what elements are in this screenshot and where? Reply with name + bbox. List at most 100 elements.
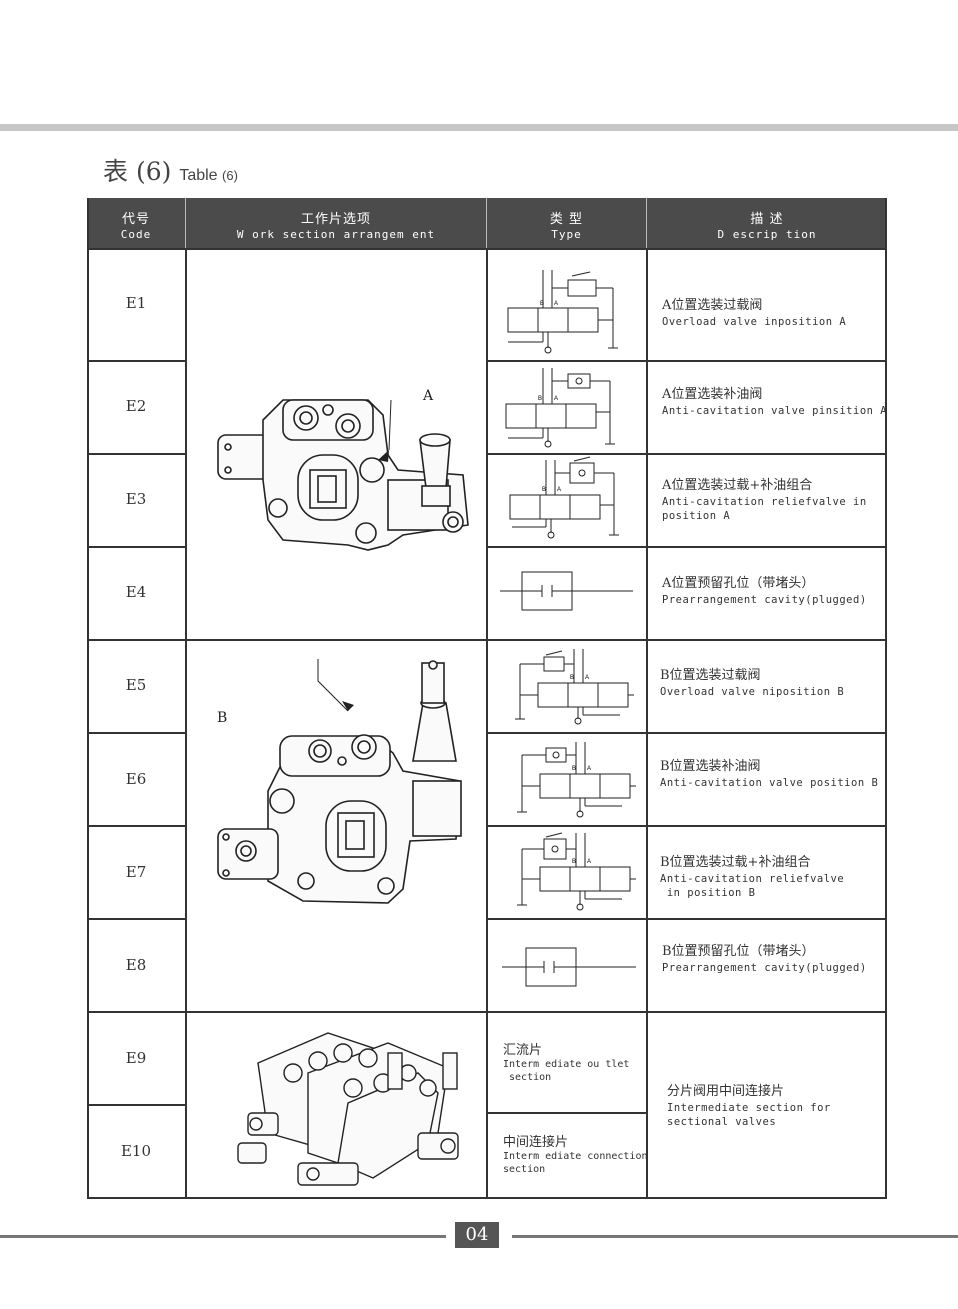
row-rule-5	[486, 732, 887, 734]
description-zh: B位置选装过载阀	[660, 668, 761, 683]
header-arrangement: 工作片选项 W ork section arrangem ent	[186, 198, 487, 248]
footer-rule-left	[0, 1235, 446, 1238]
port-a-label: A	[557, 487, 561, 493]
description-zh: B位置选装补油阀	[660, 759, 761, 774]
description-en: Anti-cavitation valve position B	[660, 777, 879, 789]
row-rule-header	[87, 248, 887, 250]
row-rule-7-code	[87, 918, 186, 920]
schematic-combo-b: B A	[517, 832, 636, 911]
type-text-e9: 汇流片 Interm ediate ou tlet section	[503, 1044, 643, 1084]
table-title: 表 (6) Table (6)	[103, 152, 238, 188]
description-en: Anti-cavitation reliefvalve in position …	[660, 873, 845, 899]
border-right	[885, 198, 887, 1199]
row-rule-9-code	[87, 1104, 186, 1106]
schematic-anticavitation-a: B A	[505, 368, 615, 448]
valve-section-illustration-a: A	[217, 399, 469, 551]
header-code: 代号 Code	[87, 198, 186, 248]
description-cell: B位置选装补油阀 Anti-cavitation valve position …	[660, 760, 885, 790]
merged-description-cell: 分片阀用中间连接片 Intermediate section for secti…	[667, 1085, 892, 1129]
header-code-en: Code	[120, 228, 152, 241]
description-cell: B位置选装过载+补油组合 Anti-cavitation reliefvalve…	[660, 856, 885, 900]
header-code-zh: 代号	[121, 212, 150, 227]
header-description: 描 述 D escrip tion	[647, 198, 887, 248]
code-cell: E6	[125, 770, 147, 788]
code-cell: E10	[120, 1142, 152, 1160]
divider-col-2	[486, 248, 488, 1199]
description-zh: A位置选装补油阀	[662, 387, 763, 402]
description-en: Overload valve inposition A	[662, 316, 847, 328]
description-zh: A位置选装过载阀	[662, 298, 763, 313]
header-type-en: Type	[551, 228, 582, 241]
sectional-valve-assembly-illustration	[237, 1032, 459, 1186]
header-type: 类 型 Type	[487, 198, 647, 248]
code-cell: E1	[125, 294, 147, 312]
description-zh: B位置预留孔位（带堵头）	[662, 944, 815, 959]
header-arrangement-zh: 工作片选项	[300, 212, 371, 227]
type-zh: 汇流片	[503, 1043, 543, 1058]
port-b-label: B	[572, 859, 576, 865]
code-cell: E8	[125, 956, 147, 974]
header-arrangement-en: W ork section arrangem ent	[236, 228, 436, 241]
code-cell: E7	[125, 863, 147, 881]
header-description-zh: 描 述	[750, 212, 784, 227]
row-rule-3-code	[87, 546, 186, 548]
table-title-zh: 表 (6)	[103, 157, 172, 186]
port-b-label: B	[542, 487, 546, 493]
divider-col-1	[185, 248, 187, 1199]
description-cell: A位置选装过载+补油组合 Anti-cavitation reliefvalve…	[662, 479, 887, 523]
schematic-combo-a: B A	[509, 456, 619, 539]
row-rule-2-code	[87, 453, 186, 455]
row-rule-1-code	[87, 360, 186, 362]
page-number: 04	[455, 1222, 499, 1248]
row-rule-3	[486, 546, 887, 548]
description-zh: A位置选装过载+补油组合	[662, 478, 813, 493]
code-cell: E3	[125, 490, 147, 508]
row-rule-6	[486, 825, 887, 827]
port-b-label: B	[538, 396, 542, 402]
port-a-label: A	[587, 766, 591, 772]
description-cell: A位置选装过载阀 Overload valve inposition A	[662, 299, 887, 329]
type-en: Interm ediate connection section	[503, 1151, 648, 1175]
schematic-anticavitation-b: B A	[517, 742, 636, 818]
row-rule-4	[87, 639, 887, 641]
port-b-label: B	[570, 675, 574, 681]
description-zh: A位置预留孔位（带堵头）	[662, 576, 815, 591]
type-text-e10: 中间连接片 Interm ediate connection section	[503, 1135, 648, 1176]
options-table: 代号 Code 工作片选项 W ork section arrangem ent…	[87, 198, 887, 1199]
description-zh: B位置选装过载+补油组合	[660, 855, 811, 870]
port-a-label: A	[554, 301, 558, 307]
valve-section-illustration-b	[217, 659, 462, 904]
row-rule-5-code	[87, 732, 186, 734]
description-en: Anti-cavitation reliefvalve in position …	[662, 496, 867, 522]
callout-a: A	[423, 388, 434, 404]
row-rule-7	[486, 918, 887, 920]
port-a-label: A	[554, 396, 558, 402]
schematic-plugged-b	[502, 947, 636, 987]
code-cell: E4	[125, 583, 147, 601]
description-en: Overload valve niposition B	[660, 686, 845, 698]
code-cell: E9	[125, 1049, 147, 1067]
table-title-en-word: Table	[179, 167, 218, 184]
port-b-label: B	[540, 301, 544, 307]
table-title-en-num: (6)	[222, 168, 238, 183]
port-a-label: A	[587, 859, 591, 865]
table-title-en: Table (6)	[179, 167, 238, 184]
description-en: Anti-cavitation valve pinsition A	[662, 405, 888, 417]
callout-b: B	[217, 710, 228, 726]
port-a-label: A	[585, 675, 589, 681]
type-zh: 中间连接片	[503, 1135, 569, 1150]
top-rule	[0, 124, 958, 131]
row-rule-8	[87, 1011, 887, 1013]
header-type-zh: 类 型	[549, 212, 584, 227]
border-bottom	[87, 1197, 887, 1199]
type-en: Interm ediate ou tlet section	[503, 1059, 630, 1083]
schematic-overload-b: B A	[515, 649, 634, 725]
code-cell: E2	[125, 397, 147, 415]
description-en: Prearrangement cavity(plugged)	[662, 962, 867, 974]
code-cell: E5	[125, 676, 147, 694]
row-rule-1	[486, 360, 887, 362]
description-cell: B位置预留孔位（带堵头） Prearrangement cavity(plugg…	[662, 945, 887, 975]
schematic-plugged-a	[500, 571, 633, 611]
description-zh: 分片阀用中间连接片	[667, 1084, 785, 1099]
description-en: Prearrangement cavity(plugged)	[662, 594, 867, 606]
